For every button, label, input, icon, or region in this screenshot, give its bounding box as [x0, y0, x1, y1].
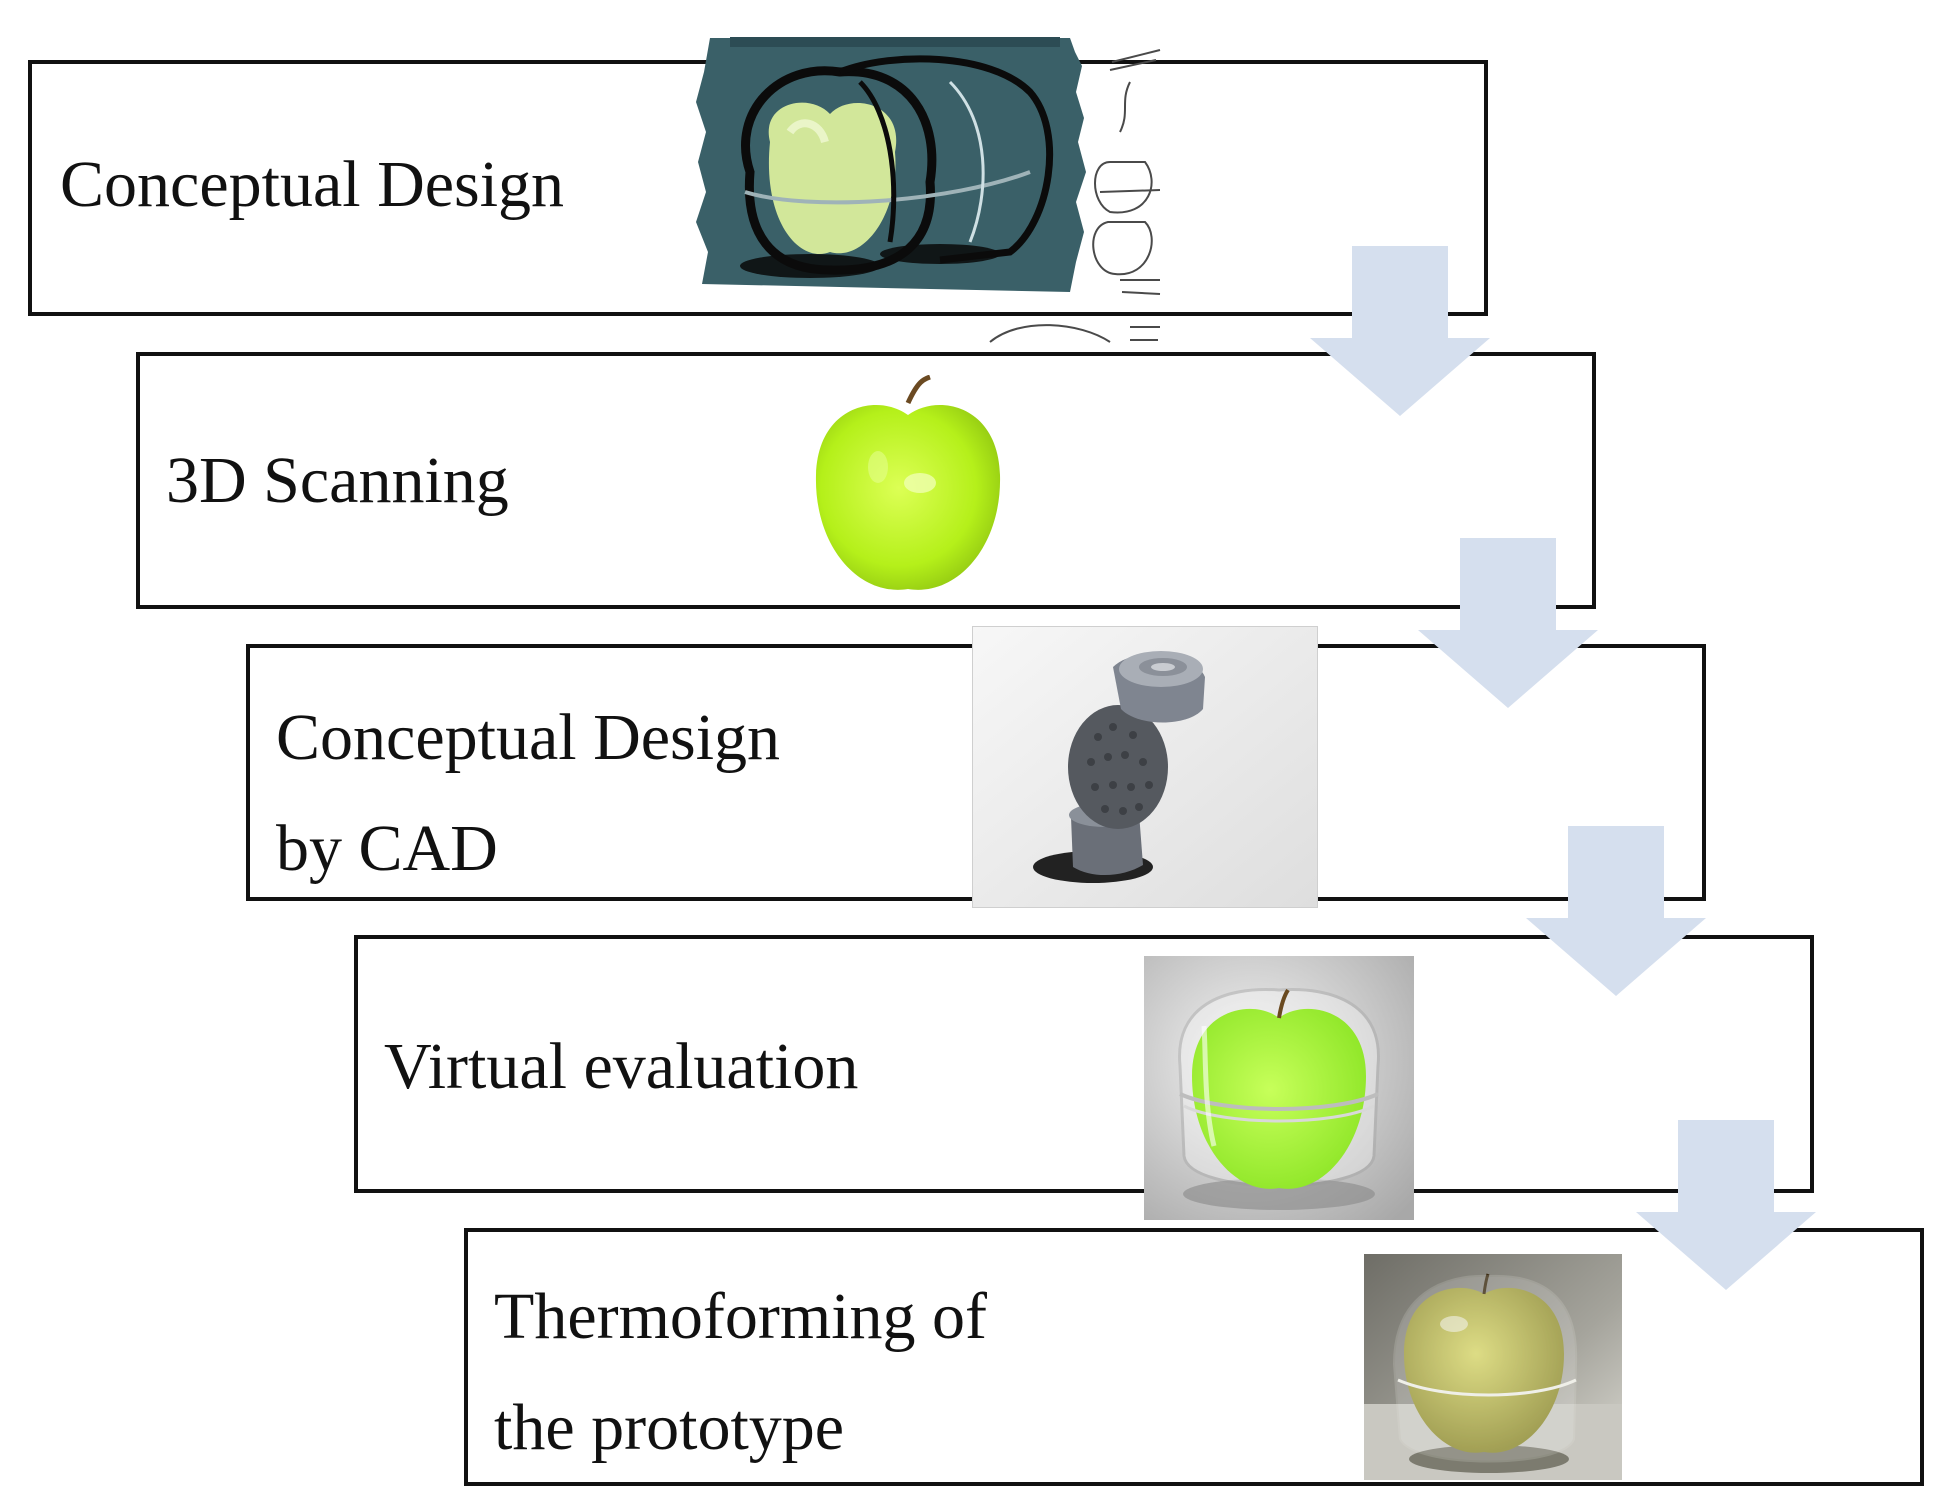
step-box-virtual-evaluation	[354, 935, 1814, 1193]
step-box-3d-scanning	[136, 352, 1596, 609]
cad-render-image	[972, 626, 1318, 908]
step-label-line: by CAD	[276, 811, 498, 885]
sketch-image	[690, 22, 1210, 362]
flow-arrow-down-icon	[1636, 1120, 1816, 1290]
prototype-photo	[1364, 1254, 1622, 1480]
step-label-virtual-evaluation: Virtual evaluation	[384, 1034, 858, 1100]
virtual-render-image	[1144, 956, 1414, 1220]
step-label-line: the prototype	[494, 1390, 845, 1464]
step-label-line: Virtual evaluation	[384, 1030, 859, 1103]
step-label-conceptual-design: Conceptual Design	[60, 152, 564, 218]
apple-image	[808, 375, 1008, 605]
flow-arrow-down-icon	[1310, 246, 1490, 416]
step-label-line: Conceptual Design	[276, 701, 781, 774]
step-label-line: 3D Scanning	[166, 444, 509, 517]
step-label-thermoforming: Thermoforming of the prototype	[494, 1262, 987, 1484]
step-label-3d-scanning: 3D Scanning	[166, 448, 509, 514]
flow-arrow-down-icon	[1418, 538, 1598, 708]
step-label-cad-design: Conceptual Design by CAD	[276, 683, 780, 905]
flow-arrow-down-icon	[1526, 826, 1706, 996]
step-label-line: Thermoforming of	[494, 1280, 988, 1353]
step-label-line: Conceptual Design	[60, 148, 565, 221]
step-box-thermoforming	[464, 1228, 1924, 1486]
